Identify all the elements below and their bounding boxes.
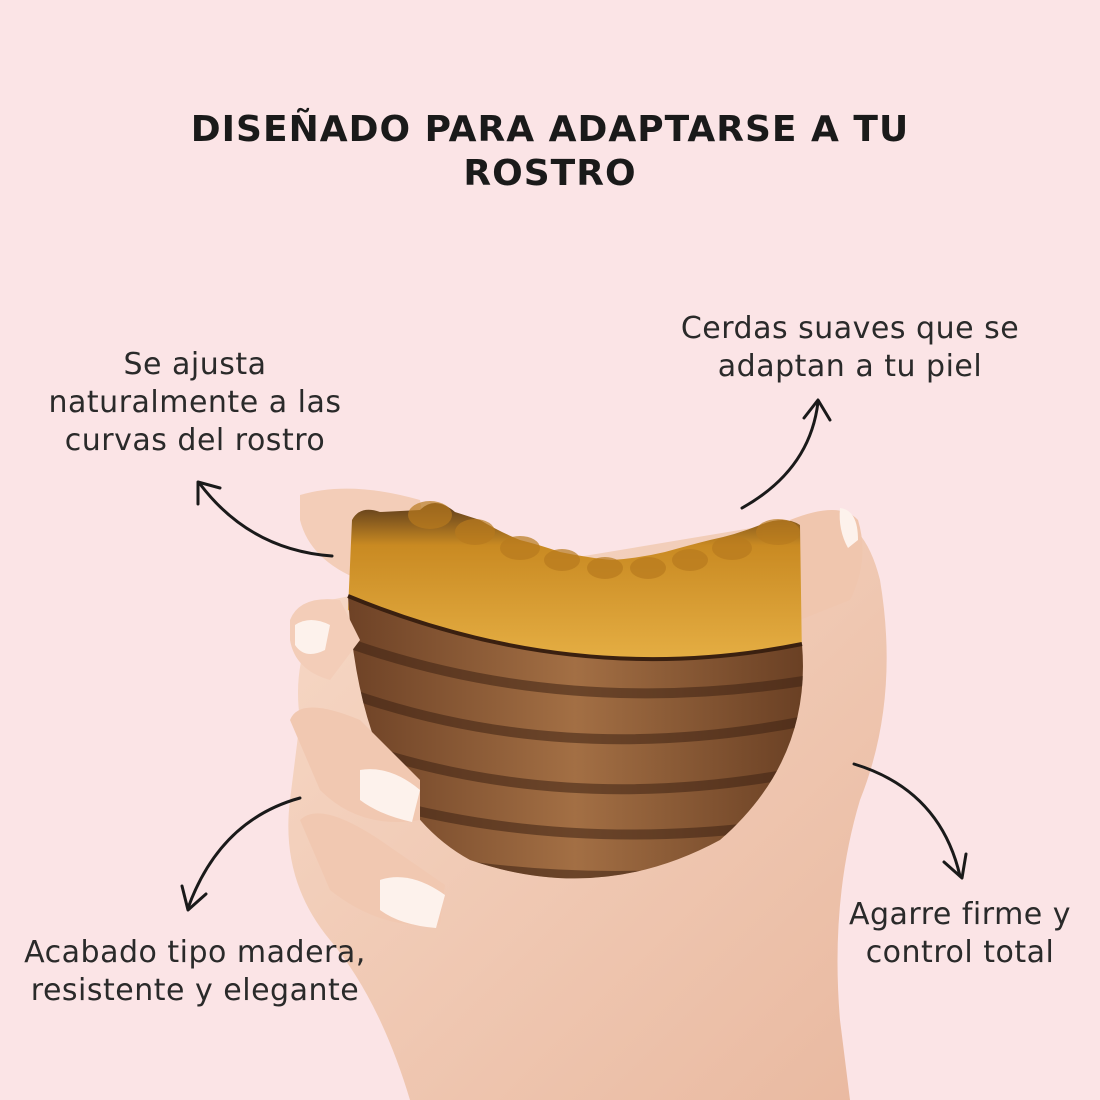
feature-soft-bristles: Cerdas suaves que se adaptan a tu piel [650,310,1050,386]
feature-text-line: curvas del rostro [64,423,326,458]
feature-text-line: Se ajusta [123,347,267,382]
headline: DISEÑADO PARA ADAPTARSE A TU ROSTRO [150,108,950,196]
feature-text-line: control total [865,935,1055,970]
feature-text-line: Cerdas suaves que se [680,311,1020,346]
feature-text-line: resistente y elegante [30,973,360,1008]
headline-line-2: ROSTRO [463,153,637,194]
feature-text-line: adaptan a tu piel [717,349,983,384]
headline-line-1: DISEÑADO PARA ADAPTARSE A TU [190,109,910,150]
feature-text-line: Agarre firme y [848,897,1072,932]
feature-fits-face-curves: Se ajusta naturalmente a las curvas del … [20,346,370,460]
brush-bristles [348,502,802,673]
feature-firm-grip: Agarre firme y control total [820,896,1100,972]
feature-text-line: naturalmente a las [48,385,342,420]
feature-wood-finish: Acabado tipo madera, resistente y elegan… [0,934,390,1010]
feature-text-line: Acabado tipo madera, [24,935,366,970]
